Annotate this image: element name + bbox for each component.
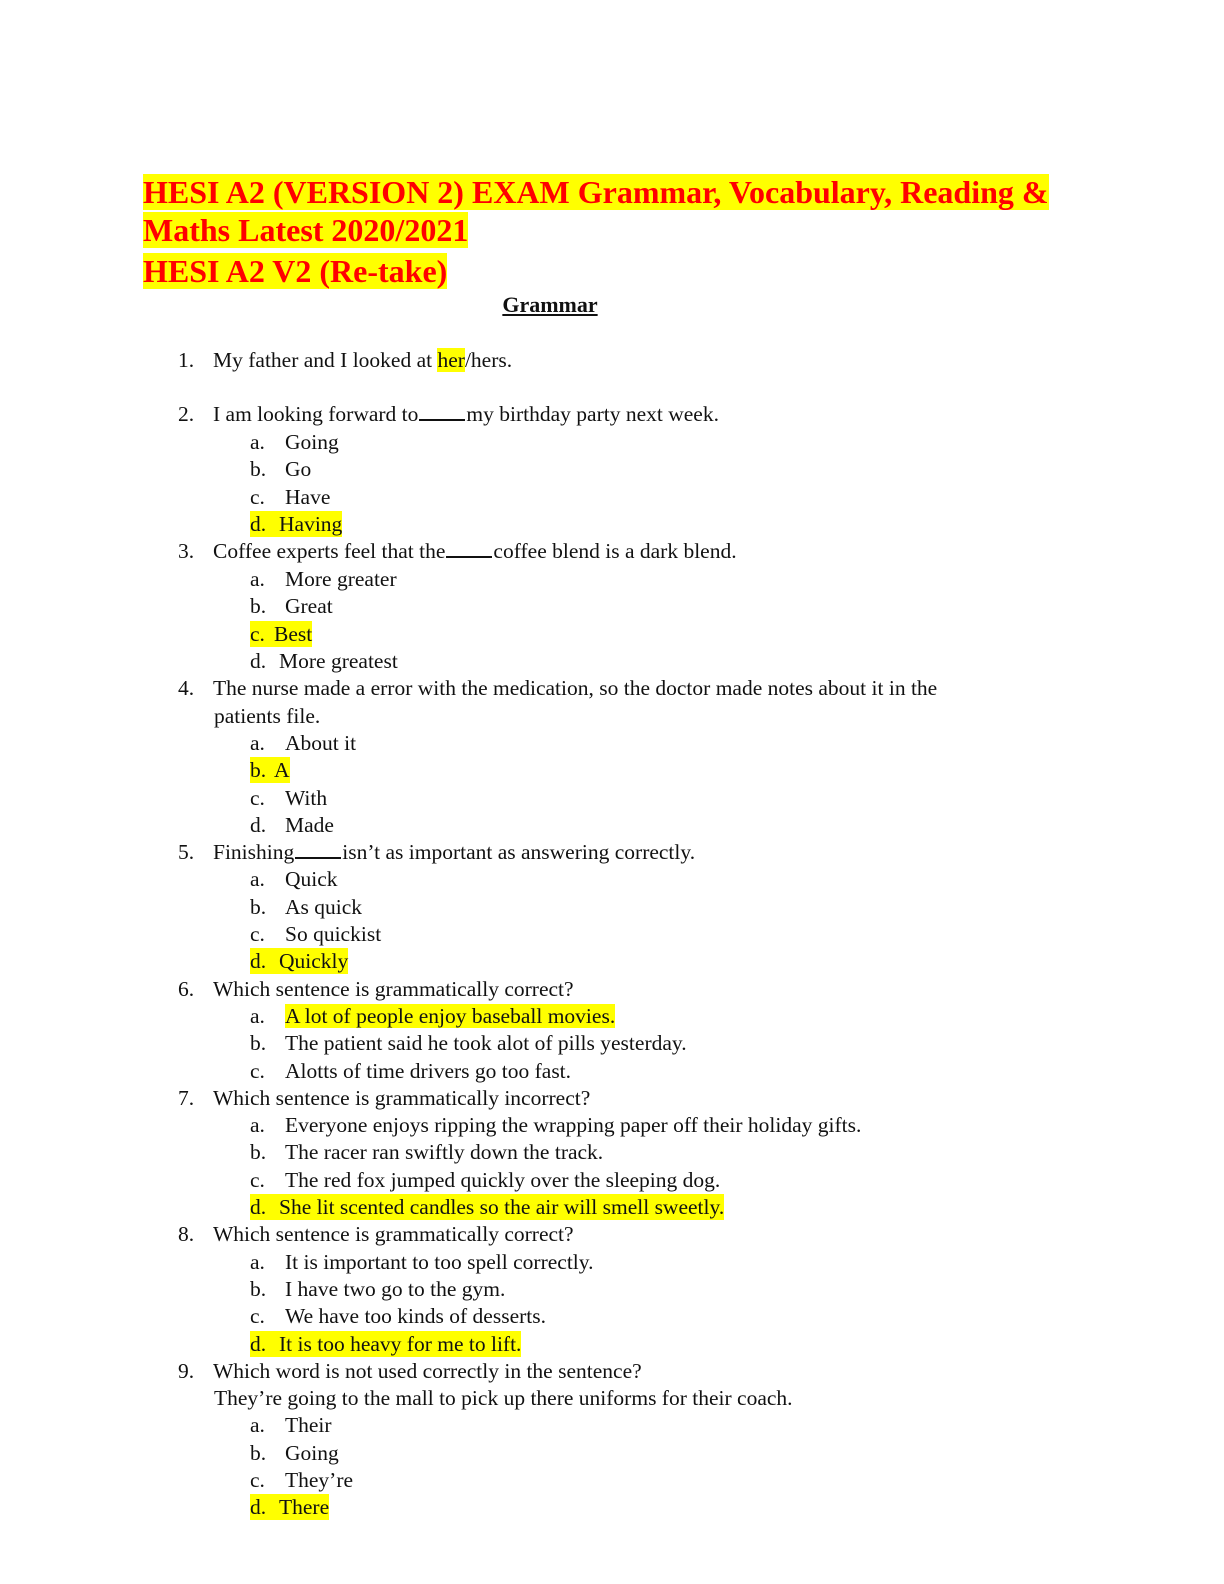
- option-8d-answer: d.It is too heavy for me to lift.: [250, 1331, 522, 1357]
- question-text: Which sentence is grammatically incorrec…: [213, 1086, 591, 1110]
- section-heading: Grammar: [502, 292, 598, 317]
- option-6a-answer: a.A lot of people enjoy baseball movies.: [250, 1004, 616, 1028]
- question-4-continued: patients file.: [214, 704, 321, 728]
- option-7c: c.The red fox jumped quickly over the sl…: [250, 1168, 721, 1192]
- option-6b: b.The patient said he took alot of pills…: [250, 1031, 687, 1055]
- option-2c: c.Have: [250, 485, 331, 509]
- option-8a: a.It is important to too spell correctly…: [250, 1250, 594, 1274]
- question-9-sentence: They’re going to the mall to pick up the…: [214, 1386, 793, 1410]
- option-4d: d.Made: [250, 813, 334, 837]
- question-7: 7. Which sentence is grammatically incor…: [178, 1086, 591, 1110]
- option-5a: a.Quick: [250, 867, 338, 891]
- option-2a: a.Going: [250, 430, 339, 454]
- option-9d-answer: d.There: [250, 1494, 330, 1520]
- option-5c: c.So quickist: [250, 922, 382, 946]
- option-9a: a.Their: [250, 1413, 332, 1437]
- option-2b: b.Go: [250, 457, 312, 481]
- option-2d-answer: d.Having: [250, 511, 343, 537]
- question-text: Which word is not used correctly in the …: [213, 1359, 642, 1383]
- question-text: Which sentence is grammatically correct?: [213, 977, 574, 1001]
- option-3c-answer: c.Best: [250, 621, 313, 647]
- option-5b: b.As quick: [250, 895, 363, 919]
- option-6c: c.Alotts of time drivers go too fast.: [250, 1059, 572, 1083]
- option-5d-answer: d.Quickly: [250, 948, 349, 974]
- answer-blank: [419, 401, 466, 421]
- option-8c: c.We have too kinds of desserts.: [250, 1304, 546, 1328]
- option-9b: b.Going: [250, 1441, 339, 1465]
- option-3a: a.More greater: [250, 567, 397, 591]
- question-9: 9. Which word is not used correctly in t…: [178, 1359, 642, 1383]
- option-9c: c.They’re: [250, 1468, 354, 1492]
- option-7b: b.The racer ran swiftly down the track.: [250, 1140, 604, 1164]
- question-text: Which sentence is grammatically correct?: [213, 1222, 574, 1246]
- option-7d-answer: d.She lit scented candles so the air wil…: [250, 1194, 725, 1220]
- option-7a: a.Everyone enjoys ripping the wrapping p…: [250, 1113, 862, 1137]
- option-3d: d.More greatest: [250, 649, 398, 673]
- option-4c: c.With: [250, 786, 328, 810]
- question-4: 4. The nurse made a error with the medic…: [178, 676, 938, 700]
- answer-blank: [295, 839, 342, 859]
- option-3b: b.Great: [250, 594, 333, 618]
- title-line-1: HESI A2 (VERSION 2) EXAM Grammar, Vocabu…: [143, 174, 1049, 210]
- document-title: HESI A2 (VERSION 2) EXAM Grammar, Vocabu…: [143, 173, 1103, 290]
- option-4a: a.About it: [250, 731, 357, 755]
- option-8b: b.I have two go to the gym.: [250, 1277, 506, 1301]
- question-8: 8. Which sentence is grammatically corre…: [178, 1222, 574, 1246]
- option-4b-answer: b.A: [250, 757, 290, 783]
- title-line-3: HESI A2 V2 (Re-take): [143, 253, 448, 289]
- question-text: The nurse made a error with the medicati…: [213, 676, 938, 700]
- question-6: 6. Which sentence is grammatically corre…: [178, 977, 574, 1001]
- answer-blank: [446, 538, 493, 558]
- title-line-2: Maths Latest 2020/2021: [143, 212, 469, 248]
- question-1: 1. My father and I looked at her/hers.: [178, 348, 513, 372]
- answer-highlight: her: [437, 348, 465, 372]
- question-text: My father and I looked at her/hers.: [213, 348, 513, 372]
